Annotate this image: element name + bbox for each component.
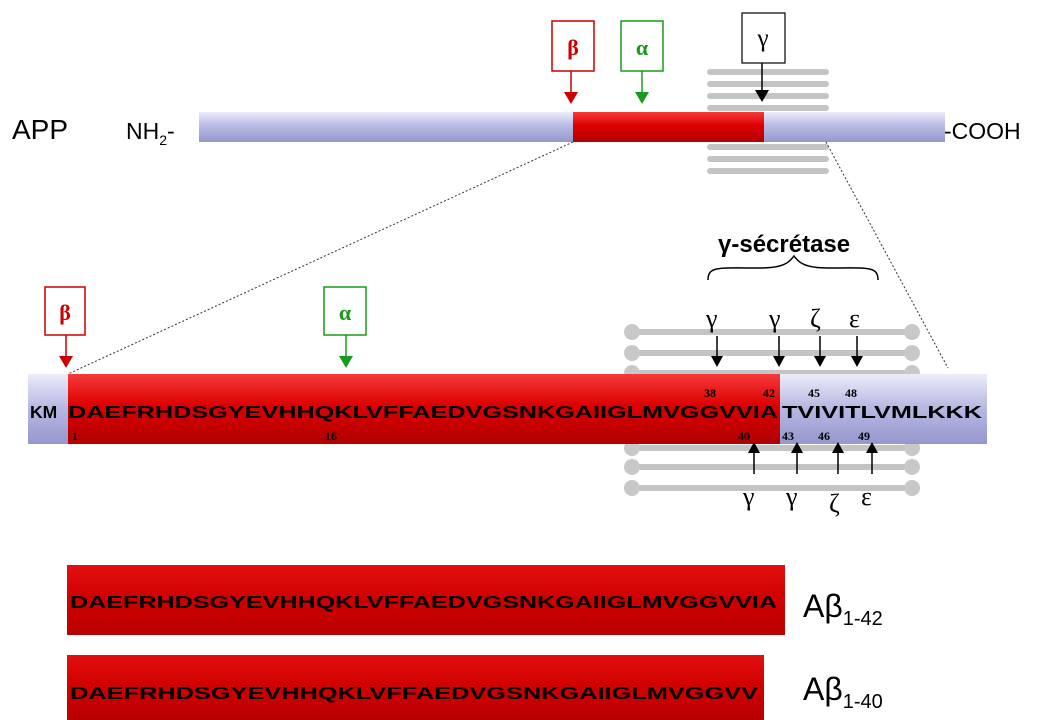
top-site-gamma-1: γ [705, 304, 718, 333]
gamma-secretase-label: γ-sécrétase [718, 231, 850, 258]
app-bar-abeta [573, 112, 764, 142]
bottom-cleavage-sites: γ γ ζ ε [742, 442, 878, 518]
residue-num-49: 49 [858, 429, 870, 443]
sequence-bar-abeta [68, 374, 780, 444]
sequence-bar-right-flank [780, 374, 987, 444]
n-terminus-dash: - [167, 118, 175, 144]
top-site-gamma-2: γ [768, 304, 781, 333]
residue-num-46: 46 [818, 429, 830, 443]
beta-cleavage-marker-middle: β [44, 286, 86, 368]
sequence-bar-left-flank [28, 374, 68, 444]
membrane-middle [627, 329, 915, 491]
product-seq-abeta-40: DAEFRHDSGYEVHHQKLVFFAEDVGSNKGAIIGLMVGGVV [70, 683, 758, 703]
top-cleavage-sites: γ γ ζ ε [705, 304, 863, 367]
residue-num-43: 43 [782, 429, 794, 443]
bottom-site-epsilon: ε [861, 482, 872, 511]
beta-cleavage-marker-top: β [551, 20, 595, 104]
gamma-secretase-brace [707, 254, 879, 281]
alpha-cleavage-marker-middle: α [323, 286, 367, 368]
membrane-top [707, 69, 829, 174]
product-label-abeta-42-main: Aβ [803, 588, 843, 624]
residue-num-40: 40 [738, 429, 750, 443]
sequence-text: KM DAEFRHDSGYEVHHQKLVFFAEDVGSNKGAIIGLMVGG… [30, 402, 983, 422]
top-site-zeta: ζ [810, 304, 821, 333]
product-label-abeta-42: Aβ1-42 [803, 588, 883, 630]
gamma-symbol-top: γ [756, 25, 768, 52]
app-bar-nterm [199, 112, 573, 142]
beta-symbol-top: β [567, 35, 579, 60]
alpha-symbol-top: α [636, 35, 649, 60]
residue-num-45: 45 [808, 386, 820, 400]
residue-num-48: 48 [845, 386, 857, 400]
product-bar-abeta-42 [67, 565, 785, 635]
bottom-site-zeta: ζ [829, 489, 840, 518]
product-bar-abeta-40 [67, 655, 764, 720]
residue-num-38: 38 [704, 386, 716, 400]
product-label-abeta-42-sub: 1-42 [843, 608, 883, 630]
product-label-abeta-40-sub: 1-40 [843, 691, 883, 713]
residue-num-1: 1 [72, 429, 78, 443]
n-terminus-sub: 2 [159, 132, 167, 148]
seq-right-flank: TVIVITLVMLKKK [782, 402, 983, 422]
c-terminus: -COOH [944, 118, 1021, 144]
residue-num-16: 16 [325, 429, 337, 443]
product-label-abeta-40-main: Aβ [803, 671, 843, 707]
app-bar-cterm [764, 112, 945, 142]
n-terminus: NH2- [126, 118, 175, 148]
alpha-symbol-middle: α [339, 300, 352, 325]
alpha-cleavage-marker-top: α [620, 20, 664, 104]
residue-num-42: 42 [763, 386, 775, 400]
zoom-line-left [67, 141, 574, 375]
seq-abeta: DAEFRHDSGYEVHHQKLVFFAEDVGSNKGAIIGLMVGGVV… [68, 402, 779, 422]
bottom-site-gamma-2: γ [785, 482, 798, 511]
beta-symbol-middle: β [59, 300, 71, 325]
app-label: APP [12, 114, 68, 145]
top-site-epsilon: ε [849, 304, 860, 333]
product-label-abeta-40: Aβ1-40 [803, 671, 883, 713]
zoom-line-right [825, 141, 949, 369]
gamma-cleavage-marker-top: γ [741, 12, 786, 102]
n-terminus-nh: NH [126, 118, 159, 144]
seq-left-flank: KM [30, 402, 57, 422]
bottom-site-gamma-1: γ [742, 482, 755, 511]
product-seq-abeta-42: DAEFRHDSGYEVHHQKLVFFAEDVGSNKGAIIGLMVGGVV… [70, 592, 778, 612]
